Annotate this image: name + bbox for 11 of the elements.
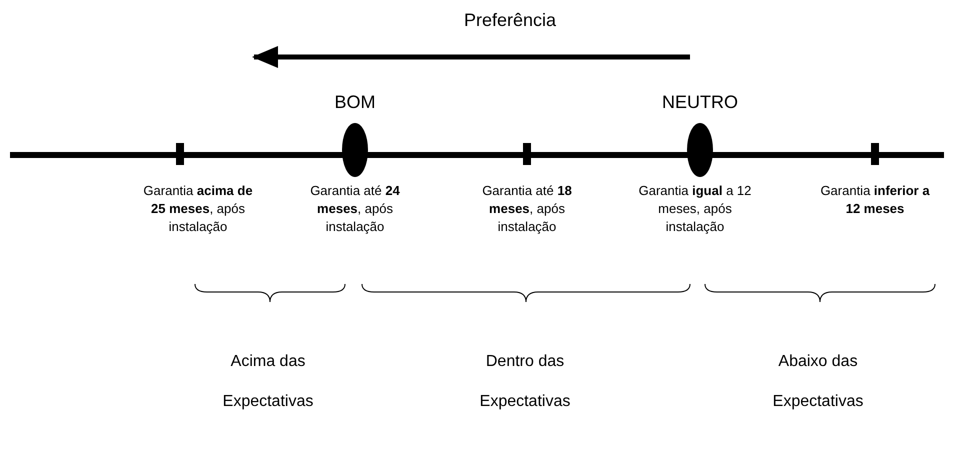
scale-point-label: NEUTRO [661, 91, 739, 114]
group-label: Acima das Expectativas [222, 352, 314, 412]
group-label: Abaixo das Expectativas [772, 352, 864, 412]
direction-label: Preferência [462, 9, 558, 32]
description-text: Garantia igual a 12 meses, após instalação [638, 182, 752, 236]
scale-point-label: BOM [333, 91, 376, 114]
group-label: Dentro das Expectativas [478, 352, 572, 412]
description-text: Garantia até 18 meses, após instalação [481, 182, 573, 236]
description-text: Garantia até 24 meses, após instalação [309, 182, 401, 236]
description-text: Garantia inferior a 12 meses [819, 182, 931, 218]
description-text: Garantia acima de 25 meses, após instalação [142, 182, 254, 236]
